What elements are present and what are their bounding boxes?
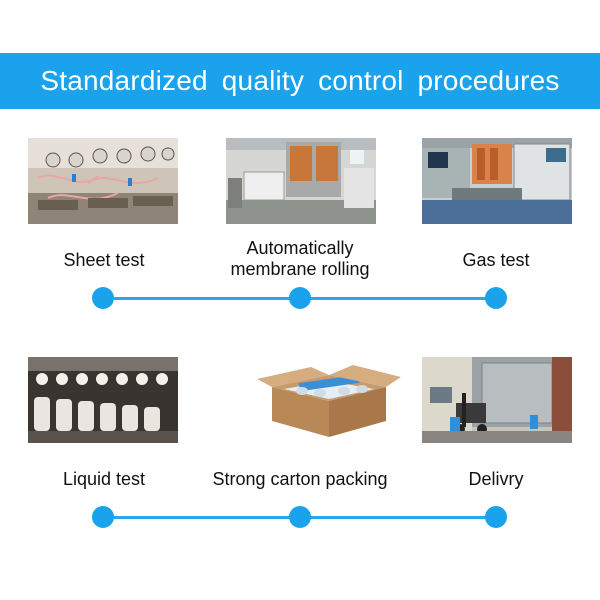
membrane-rolling-label-line1: Automatically bbox=[246, 238, 354, 258]
membrane-rolling-photo bbox=[226, 138, 376, 224]
liquid-test-photo bbox=[28, 357, 178, 443]
timeline-dot-carton-packing bbox=[289, 506, 311, 528]
carton-packing-label: Strong carton packing bbox=[212, 469, 388, 489]
carton-packing-photo bbox=[254, 357, 404, 443]
membrane-rolling-label-line2: membrane rolling bbox=[230, 259, 370, 279]
membrane-rolling-label: Automatically membrane rolling bbox=[200, 238, 400, 280]
liquid-test-label: Liquid test bbox=[62, 469, 146, 489]
delivery-photo bbox=[422, 357, 572, 443]
timeline-dot-sheet-test bbox=[92, 287, 114, 309]
gas-test-photo bbox=[422, 138, 572, 224]
title-banner: Standardized quality control procedures bbox=[0, 53, 600, 109]
sheet-test-label: Sheet test bbox=[63, 250, 145, 270]
timeline-dot-gas-test bbox=[485, 287, 507, 309]
gas-test-label: Gas test bbox=[462, 250, 530, 270]
sheet-test-photo bbox=[28, 138, 178, 224]
timeline-dot-membrane-rolling bbox=[289, 287, 311, 309]
delivery-label: Delivry bbox=[468, 469, 524, 489]
timeline-dot-delivery bbox=[485, 506, 507, 528]
page-title: Standardized quality control procedures bbox=[40, 65, 560, 96]
timeline-dot-liquid-test bbox=[92, 506, 114, 528]
